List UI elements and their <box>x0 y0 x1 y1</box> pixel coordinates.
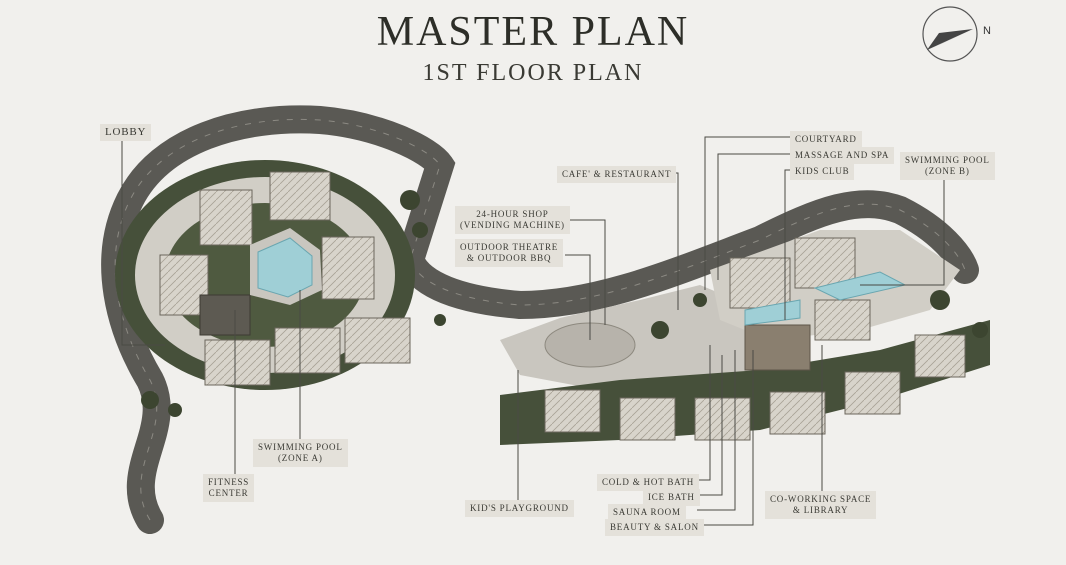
label-kids-playground: KID'S PLAYGROUND <box>465 500 574 517</box>
west-buildings <box>159 171 411 386</box>
label-courtyard: COURTYARD <box>790 131 862 148</box>
label-cold-hot-bath: COLD & HOT BATH <box>597 474 700 491</box>
east-buildings <box>544 237 966 441</box>
trees <box>141 190 988 417</box>
leader-lines <box>121 136 945 526</box>
label-cafe-restaurant: CAFE' & RESTAURANT <box>557 166 677 183</box>
label-24-hour-shop: 24-HOUR SHOP (VENDING MACHINE) <box>455 206 570 234</box>
label-kids-club: KIDS CLUB <box>790 163 855 180</box>
compass-label: N <box>983 25 991 37</box>
label-sauna-room: SAUNA ROOM <box>608 504 686 521</box>
label-massage-spa: MASSAGE AND SPA <box>790 147 895 164</box>
label-pool-zone-b: SWIMMING POOL (ZONE B) <box>900 152 995 180</box>
label-lobby: LOBBY <box>100 124 152 141</box>
label-pool-zone-a: SWIMMING POOL (ZONE A) <box>253 439 348 467</box>
page-title: MASTER PLAN <box>376 9 690 55</box>
north-arrow-icon <box>922 6 978 62</box>
label-beauty-salon: BEAUTY & SALON <box>605 519 704 536</box>
label-outdoor-theatre: OUTDOOR THEATRE & OUTDOOR BBQ <box>455 239 564 267</box>
label-ice-bath: ICE BATH <box>643 489 700 506</box>
label-fitness-center: FITNESS CENTER <box>203 474 255 502</box>
page-subtitle: 1ST FLOOR PLAN <box>422 60 644 86</box>
label-coworking-library: CO-WORKING SPACE & LIBRARY <box>765 491 877 519</box>
